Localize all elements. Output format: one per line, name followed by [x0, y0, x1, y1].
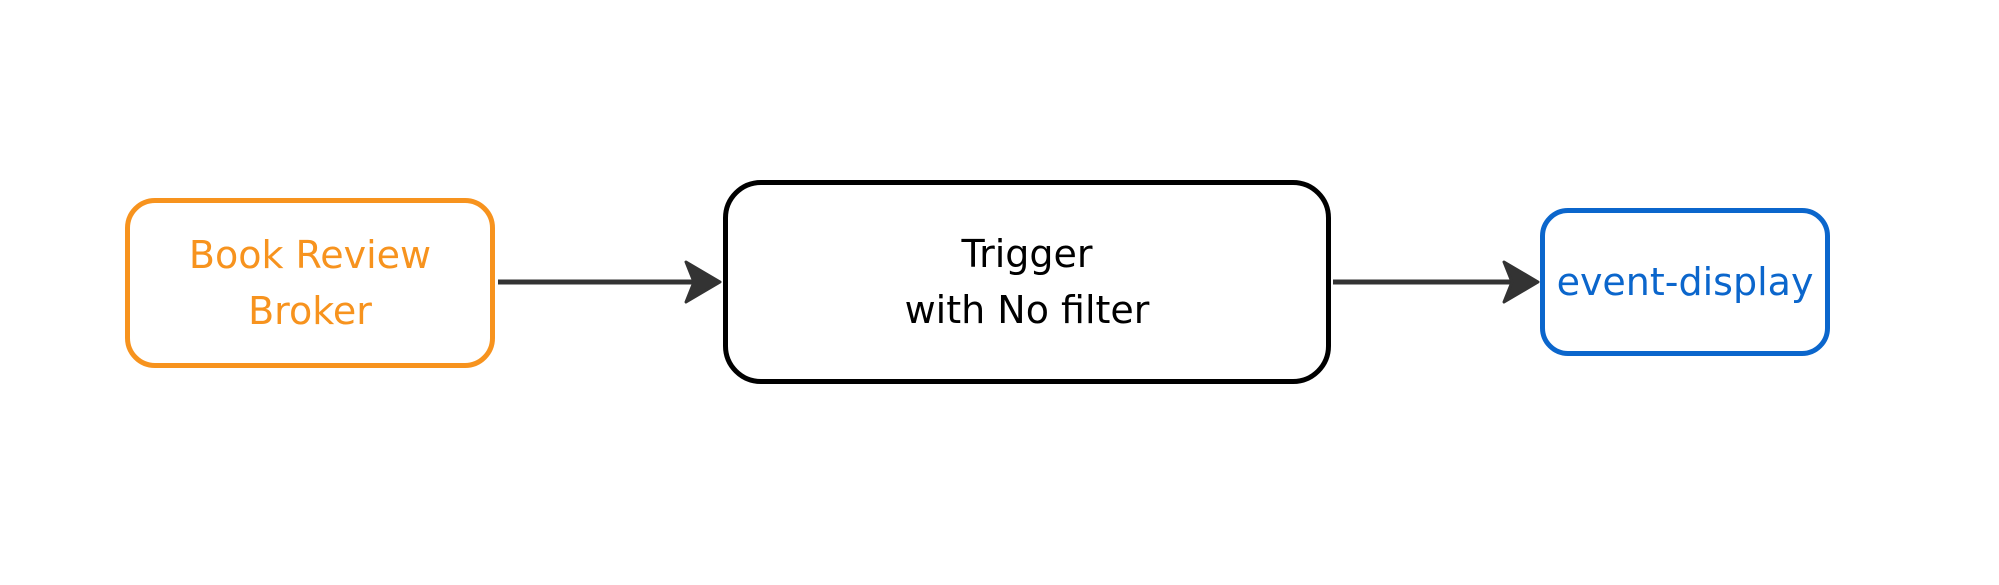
arrowhead-icon [684, 260, 722, 304]
trigger-node[interactable]: Trigger with No filter [723, 180, 1331, 384]
event-display-node[interactable]: event-display [1540, 208, 1830, 356]
broker-label-line2: Broker [248, 289, 372, 333]
trigger-label-line2: with No filter [904, 288, 1150, 332]
event-display-label: event-display [1556, 260, 1814, 304]
broker-node[interactable]: Book Review Broker [125, 198, 495, 368]
arrowhead-icon [1502, 260, 1540, 304]
trigger-label-line1: Trigger [961, 232, 1093, 276]
edge-trigger-to-display [1333, 260, 1540, 304]
broker-label-line1: Book Review [188, 233, 432, 277]
edge-broker-to-trigger [498, 260, 722, 304]
